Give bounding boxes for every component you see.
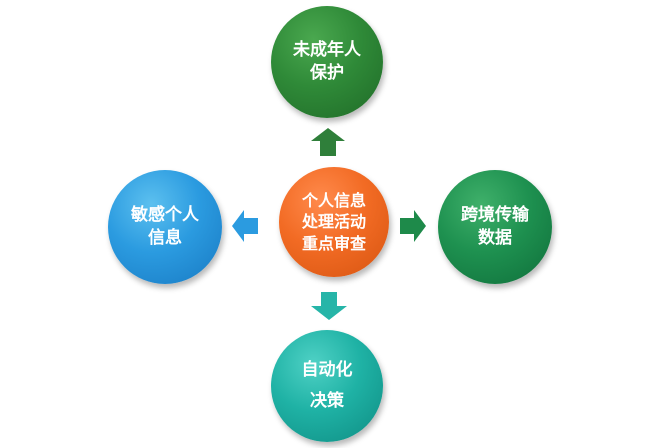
node-label-line: 自动化 — [301, 360, 353, 381]
node-automated-decision: 自动化 决策 — [271, 330, 383, 442]
node-label-line: 未成年人 — [293, 40, 361, 61]
node-label-line: 信息 — [148, 228, 182, 248]
node-label-line: 处理活动 — [301, 212, 366, 232]
arrow-up-icon — [311, 128, 345, 156]
node-center-review: 个人信息 处理活动 重点审查 — [279, 167, 389, 277]
node-label-line: 个人信息 — [301, 190, 366, 210]
arrow-left-shape — [232, 210, 258, 242]
arrow-down-shape — [311, 292, 347, 320]
node-label-line: 数据 — [478, 228, 512, 248]
node-label-line: 重点审查 — [301, 233, 366, 253]
node-minor-protection: 未成年人 保护 — [271, 6, 383, 118]
arrow-left-icon — [232, 210, 258, 242]
arrow-right-icon — [400, 210, 426, 242]
node-label-line: 跨境传输 — [461, 205, 529, 226]
arrow-right-shape — [400, 210, 426, 242]
node-label-line: 决策 — [310, 391, 344, 411]
node-cross-border-data: 跨境传输 数据 — [438, 170, 552, 284]
node-sensitive-personal-info: 敏感个人 信息 — [108, 170, 222, 284]
arrow-up-shape — [311, 128, 345, 156]
arrow-down-icon — [311, 292, 347, 320]
node-label-line: 保护 — [310, 63, 344, 83]
node-label-line: 敏感个人 — [131, 205, 199, 226]
